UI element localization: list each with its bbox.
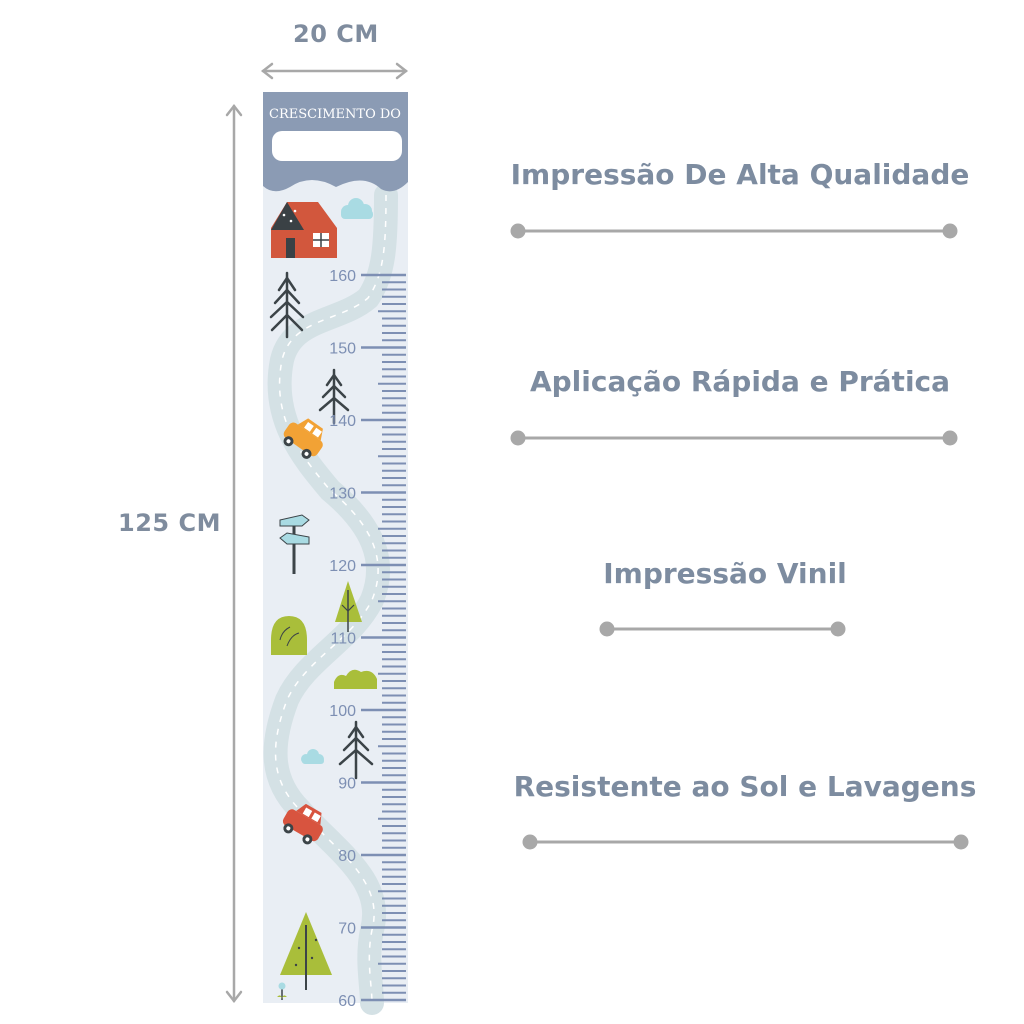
signpost-icon: [279, 514, 310, 574]
house-icon: [271, 202, 337, 258]
scale-label: 110: [330, 631, 356, 648]
scale-label: 140: [329, 413, 356, 430]
flower-icon: [277, 982, 287, 1000]
chart-header-title: CRESCIMENTO DO: [269, 107, 401, 122]
feature-title-quality: Impressão De Alta Qualidade: [510, 158, 970, 191]
scale-label: 80: [338, 848, 356, 865]
car-icon: [283, 418, 323, 459]
feature-title-application: Aplicação Rápida e Prática: [529, 365, 951, 398]
cloud-icon: [301, 749, 324, 764]
tree-icon: [318, 368, 350, 425]
scale-label: 120: [329, 558, 356, 575]
scale-label: 130: [329, 486, 356, 503]
width-arrow: [260, 62, 409, 80]
name-field[interactable]: [272, 131, 402, 161]
tree-icon: [338, 720, 374, 780]
road-center-line: [274, 194, 387, 1004]
scale-label: 70: [338, 921, 356, 938]
height-scale: 160 150 140 130 120 110 100 90 80 70 60: [329, 268, 406, 1010]
scale-label: 150: [329, 341, 356, 358]
bush-icon: [334, 669, 377, 689]
bush-icon: [271, 616, 307, 655]
car-icon: [282, 803, 323, 845]
scale-label: 60: [338, 993, 356, 1010]
feature-title-vinyl: Impressão Vinil: [603, 557, 847, 590]
cloud-icon: [341, 198, 373, 219]
height-arrow: [225, 103, 243, 1004]
width-dimension-label: 20 CM: [293, 20, 379, 48]
tree-icon: [269, 271, 305, 339]
scale-label: 160: [329, 268, 356, 285]
tree-icon: [280, 912, 332, 990]
scale-label: 100: [329, 703, 356, 720]
feature-title-resistant: Resistente ao Sol e Lavagens: [513, 770, 977, 803]
scale-label: 90: [338, 776, 356, 793]
tree-icon: [335, 581, 362, 632]
height-dimension-label: 125 CM: [118, 509, 221, 537]
